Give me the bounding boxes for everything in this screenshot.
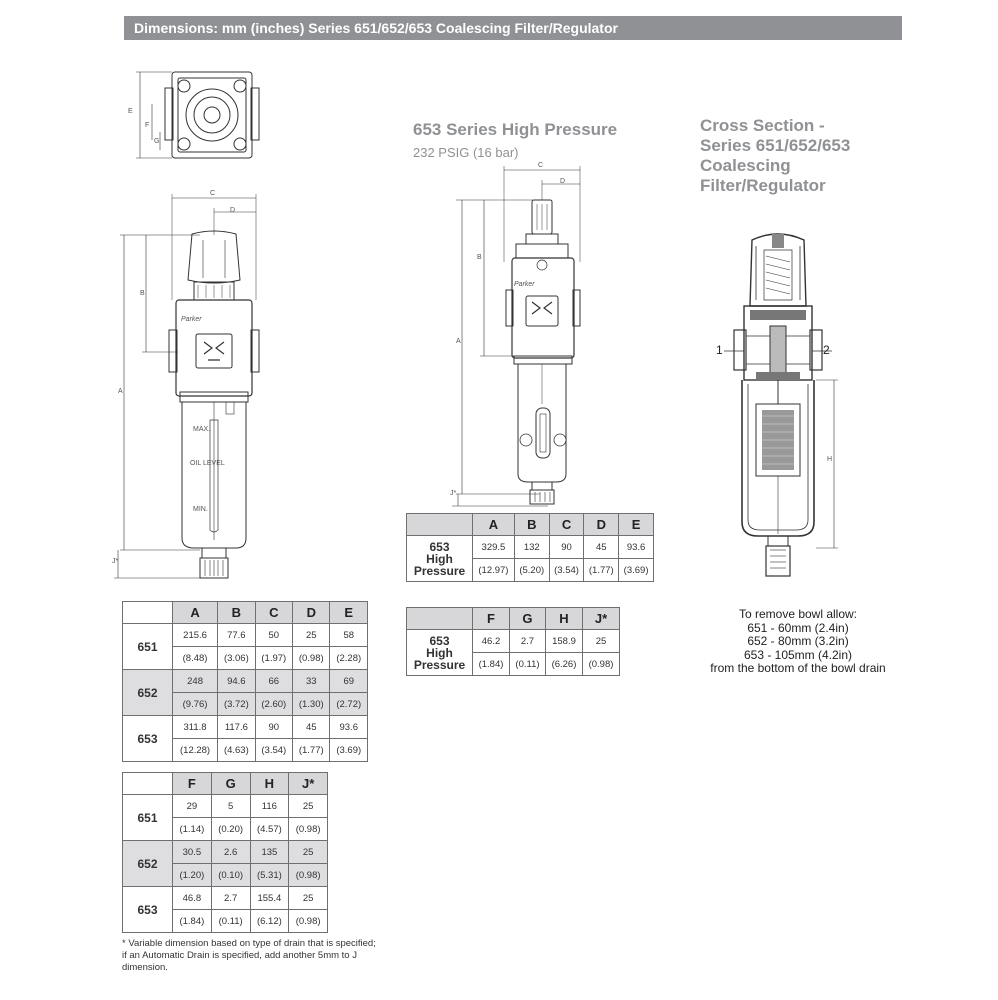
table-row: 652 30.5 2.6 135 25 (122, 840, 328, 887)
hp-dimensions-table-fghj: F G H J* 653 High Pressure 46.2 2.7 158.… (406, 607, 621, 676)
bowl-removal-note: To remove bowl allow: 651 - 60mm (2.4in)… (710, 607, 886, 675)
column-header: E (329, 601, 368, 624)
footnote: * Variable dimension based on type of dr… (122, 938, 376, 973)
port-label-inlet: 1 (716, 343, 723, 357)
cross-section-title: Cross Section - Series 651/652/653 Coale… (700, 116, 851, 195)
bowl-min-label: MIN. (193, 506, 208, 513)
column-header: G (509, 607, 546, 630)
table-row: (1.84) (0.11) (6.12) (0.98) (123, 909, 328, 933)
column-header: A (472, 513, 515, 536)
table-row: (1.20) (0.10) (5.31) (0.98) (123, 863, 328, 887)
table-row: (1.84) (0.11) (6.26) (0.98) (407, 652, 621, 676)
column-header: A (171, 601, 219, 624)
brand-label: Parker (181, 316, 202, 323)
model-cell: 651 (122, 794, 173, 841)
model-cell: 653 High Pressure (406, 535, 473, 582)
column-header: F (472, 607, 510, 630)
table-row: 653 High Pressure 329.5 132 90 45 93.6 (406, 535, 654, 582)
column-header: H (544, 607, 583, 630)
table-row: 651 29 5 116 25 (122, 794, 328, 841)
model-cell: 651 (122, 623, 173, 670)
column-header: J* (288, 772, 328, 795)
port-label-outlet: 2 (823, 343, 830, 357)
hp-front-view-drawing (452, 166, 581, 507)
dim-label-e: E (128, 108, 133, 115)
model-cell: 653 (122, 715, 173, 762)
dimensions-table-fghj: F G H J* 651 29 5 116 25 (1.14) (0.20) (… (122, 772, 328, 933)
hp-section-title: 653 Series High Pressure (413, 120, 618, 139)
bowl-oil-level-label: OIL LEVEL (190, 460, 225, 467)
hp-dim-label-c: C (538, 162, 544, 169)
table-row: (12.97) (5.20) (3.54) (1.77) (3.69) (407, 558, 654, 582)
hp-brand-label: Parker (514, 281, 535, 288)
hp-dimensions-table-abcde: A B C D E 653 High Pressure 329.5 132 90… (406, 513, 654, 582)
column-header: B (217, 601, 256, 624)
table-row: 653 High Pressure 46.2 2.7 158.9 25 (406, 629, 621, 676)
table-row: 653 46.8 2.7 155.4 25 (122, 886, 328, 933)
hp-section-subtitle: 232 PSIG (16 bar) (413, 145, 519, 160)
column-header: D (292, 601, 331, 624)
model-cell: 652 (122, 669, 173, 716)
cross-section-drawing (724, 233, 838, 577)
model-cell: 652 (122, 840, 173, 887)
column-header: F (172, 772, 212, 795)
column-header: C (254, 601, 294, 624)
hp-dim-label-b: B (477, 254, 482, 261)
table-row: (12.28) (4.63) (3.54) (1.77) (3.69) (123, 738, 368, 762)
table-row: (1.14) (0.20) (4.57) (0.98) (123, 817, 328, 841)
table-row: (8.48) (3.06) (1.97) (0.98) (2.28) (123, 646, 368, 670)
table-row: 653 311.8 117.6 90 45 93.6 (122, 715, 368, 762)
column-header: G (210, 772, 251, 795)
bowl-max-label: MAX. (193, 426, 211, 433)
dimensions-table-abcde: A B C D E 651 215.6 77.6 50 25 58 (8.48)… (122, 601, 368, 762)
dim-label-a: A (118, 388, 123, 395)
dim-label-c: C (210, 190, 216, 197)
column-header: D (583, 513, 620, 536)
front-view-drawing (114, 194, 260, 579)
hp-dim-label-a: A (456, 338, 461, 345)
top-view-drawing (136, 71, 260, 159)
column-header: J* (581, 607, 621, 630)
dim-label-b: B (140, 290, 145, 297)
model-cell: 653 High Pressure (406, 629, 473, 676)
column-header: E (618, 513, 654, 536)
table-row: 651 215.6 77.6 50 25 58 (122, 623, 368, 670)
dim-label-d: D (230, 207, 236, 214)
column-header: B (513, 513, 550, 536)
page-header: Dimensions: mm (inches) Series 651/652/6… (124, 16, 902, 40)
table-row: (9.76) (3.72) (2.60) (1.30) (2.72) (123, 692, 368, 716)
column-header: H (249, 772, 290, 795)
dim-label-f: F (145, 122, 150, 129)
column-header: C (548, 513, 585, 536)
hp-dim-label-j: J* (450, 490, 457, 497)
dim-label-j: J* (112, 558, 119, 565)
table-row: 652 248 94.6 66 33 69 (122, 669, 368, 716)
dim-label-g: G (154, 138, 160, 145)
hp-dim-label-d: D (560, 178, 566, 185)
cross-dim-label-h: H (827, 456, 833, 463)
model-cell: 653 (122, 886, 173, 933)
